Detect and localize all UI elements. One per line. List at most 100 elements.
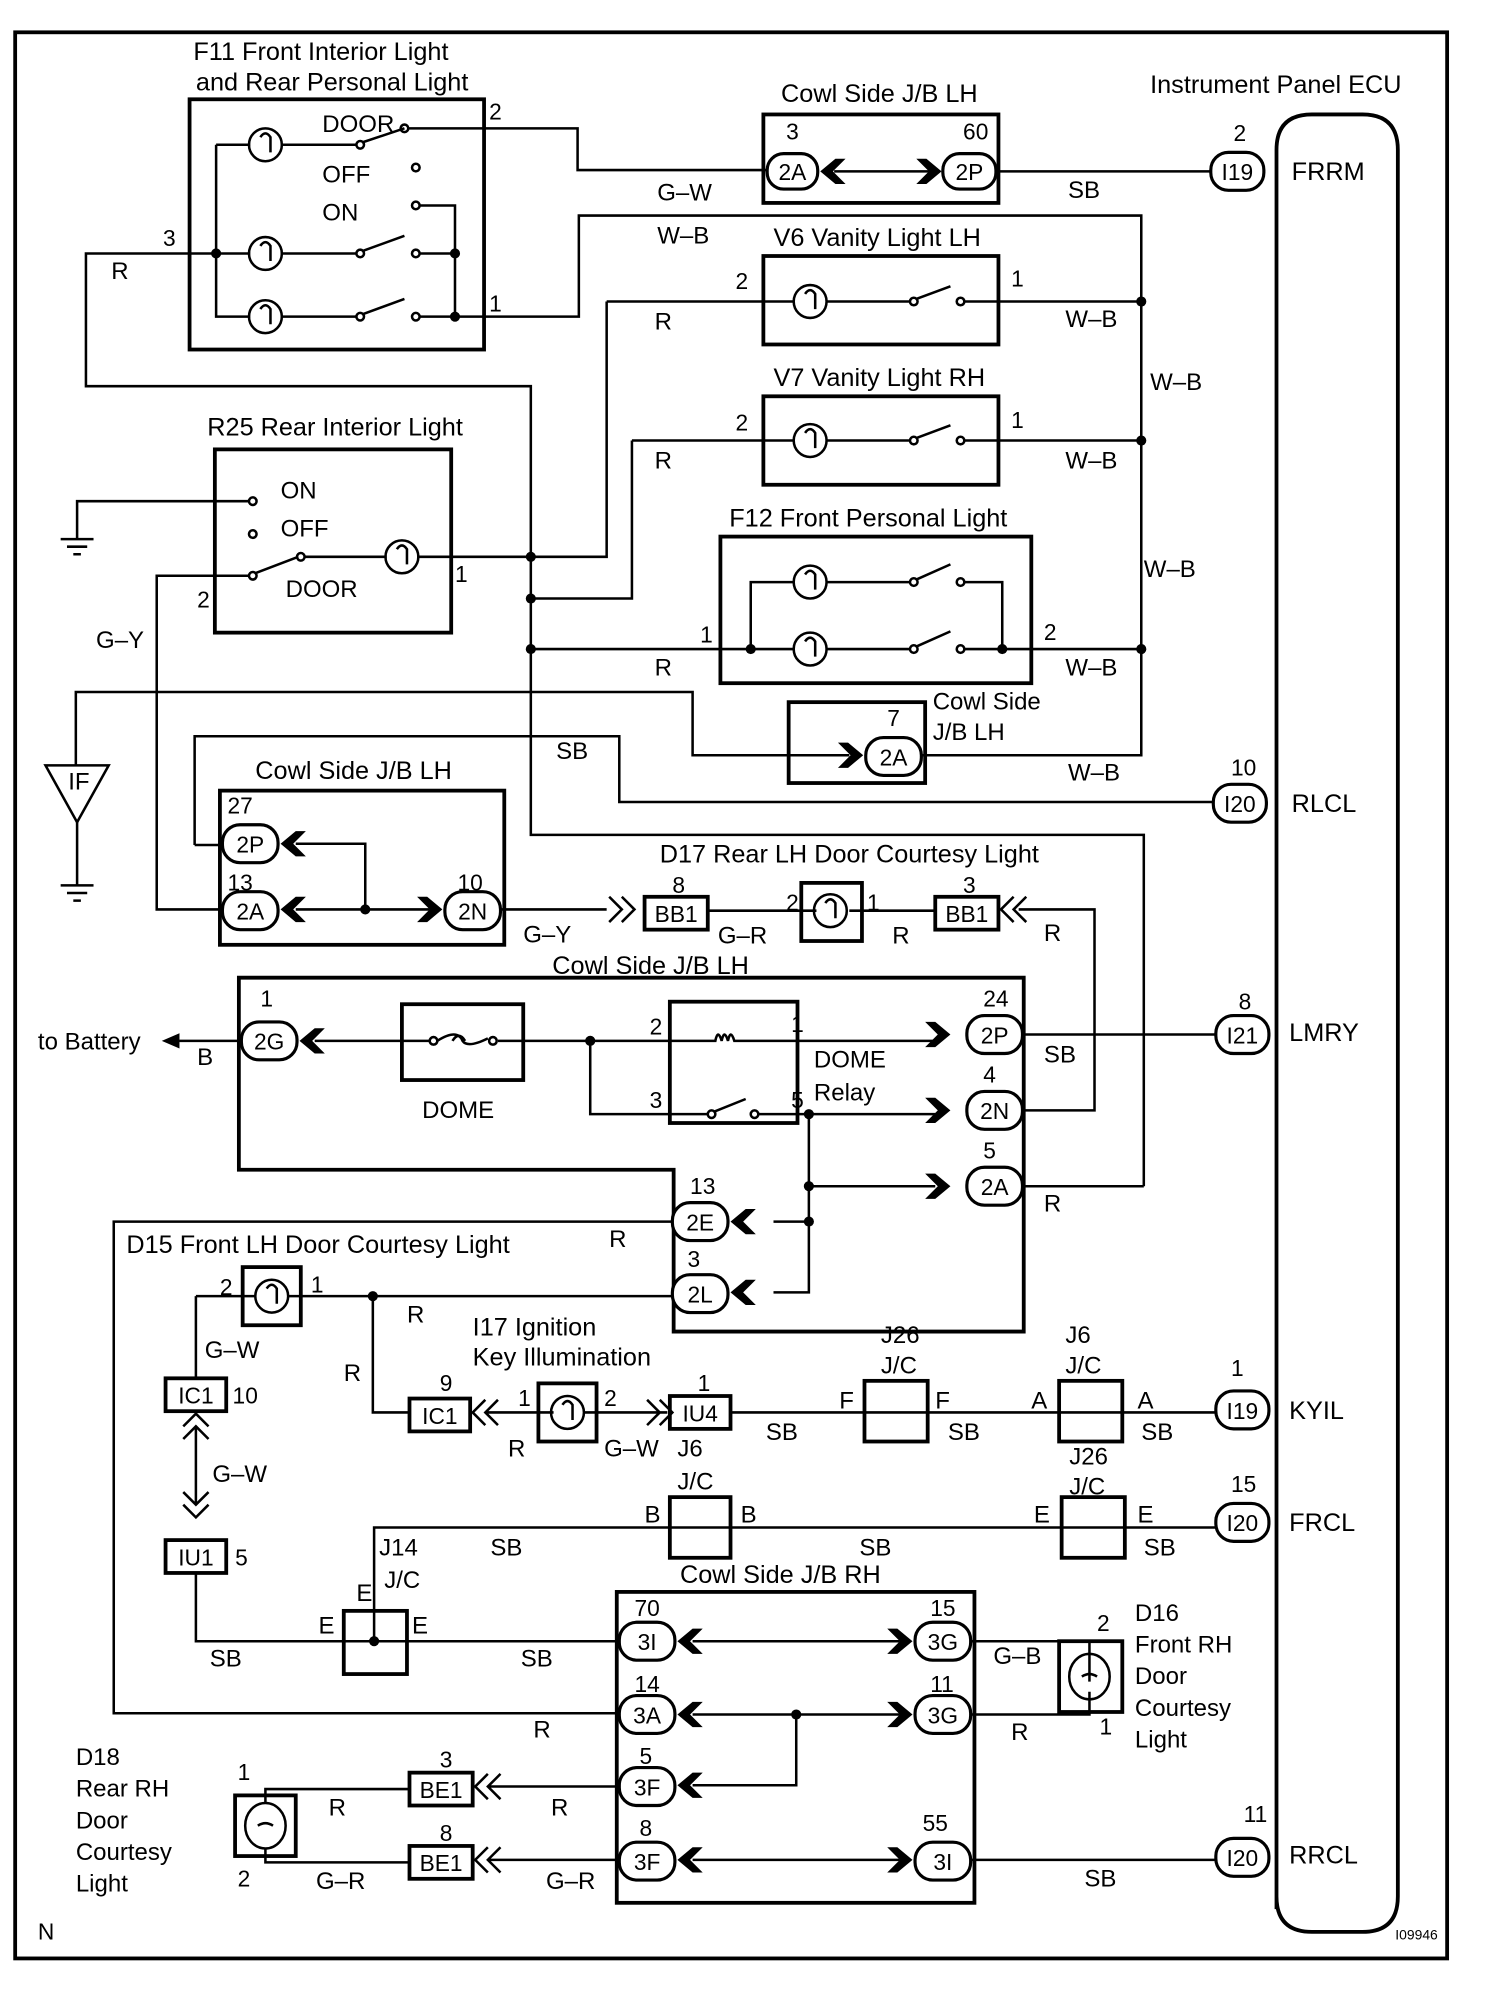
- j14-name: J14: [379, 1534, 418, 1561]
- bulb-icon: [384, 539, 420, 575]
- j26-bot-in: E: [1034, 1501, 1050, 1528]
- i17-title-1: I17 Ignition: [473, 1313, 597, 1341]
- d18-title-3: Door: [76, 1807, 128, 1834]
- bb1-left-pin: 8: [672, 872, 685, 898]
- arrow-icon: [887, 1701, 913, 1728]
- ground-if: IF: [43, 764, 111, 902]
- j14-top: E: [356, 1580, 372, 1607]
- ecu-terminal-frcl: 15 I20 FRCL: [1214, 1471, 1355, 1543]
- d15-pin-2: 2: [220, 1274, 233, 1300]
- jb-rh-15-code: 3G: [928, 1629, 958, 1655]
- jb-main-2p-code: 2P: [981, 1022, 1009, 1048]
- component-f12: F12 Front Personal Light 1 2: [530, 504, 1147, 686]
- bulb-icon: [254, 1278, 290, 1314]
- component-d17: D17 Rear LH Door Courtesy Light 8 BB1 2 …: [642, 841, 1039, 943]
- jb-main-2l-code: 2L: [688, 1281, 713, 1307]
- jc-j14: J14 J/C E E E: [318, 1534, 428, 1676]
- f11-door-label: DOOR: [322, 111, 394, 138]
- to-battery: to Battery B: [38, 1029, 242, 1071]
- jb-main-2n-code: 2N: [980, 1098, 1009, 1124]
- switch-icon: [243, 1801, 287, 1850]
- wire-label-r: R: [1044, 920, 1061, 947]
- d16-title-1: D16: [1135, 1600, 1179, 1627]
- ecu-pin: 10: [1231, 754, 1256, 780]
- jb-rh-3f8-code: 3F: [634, 1849, 661, 1875]
- ground-if-label: IF: [68, 768, 89, 795]
- arrow-icon: [925, 1097, 951, 1124]
- i17-title-2: Key Illumination: [473, 1344, 651, 1372]
- wire-label-r: R: [508, 1436, 525, 1463]
- ecu-connector: I20: [1227, 1510, 1259, 1536]
- r25-pin-2: 2: [197, 586, 210, 612]
- ecu-signal: RRCL: [1289, 1842, 1358, 1870]
- jb-rh-title: Cowl Side J/B RH: [680, 1561, 881, 1589]
- ecu-title: Instrument Panel ECU: [1150, 71, 1401, 99]
- jb-main-2a-code: 2A: [981, 1174, 1010, 1200]
- wire-f11-pin1-wb: [454, 214, 1143, 650]
- j26-bot-out: E: [1137, 1501, 1153, 1528]
- jb-rh-3f5-pin: 5: [640, 1743, 653, 1769]
- wire-d17-r: [1018, 908, 1096, 1112]
- connector-2a: [765, 152, 820, 191]
- ecu-terminal-rlcl: 10 I20 RLCL: [1211, 754, 1356, 824]
- connector-2p-label: 2P: [955, 159, 983, 185]
- j6-bot-out: B: [741, 1501, 757, 1528]
- component-f11: F11 Front Interior Light and Rear Person…: [163, 38, 502, 352]
- wire-label-r: R: [551, 1795, 568, 1822]
- d17-title: D17 Rear LH Door Courtesy Light: [660, 841, 1039, 869]
- ecu-pin: 15: [1231, 1471, 1256, 1497]
- j6-bot-name: J6: [677, 1436, 702, 1463]
- jb-left-c3-code: 2N: [458, 899, 487, 925]
- j6-top-out: A: [1137, 1388, 1153, 1415]
- jb-rh-55-pin: 55: [923, 1810, 948, 1836]
- wire-label-sb: SB: [1084, 1865, 1116, 1892]
- junction-block-top: Cowl Side J/B LH 3 60 2A 2P: [761, 80, 1001, 205]
- wire-label-sb: SB: [948, 1419, 980, 1446]
- ecu-pin: 2: [1234, 120, 1247, 146]
- i17-pin-2: 2: [604, 1385, 617, 1411]
- bulb-icon: [812, 892, 849, 929]
- wire-label-gw: G–W: [604, 1436, 659, 1463]
- wire-label-sb: SB: [1144, 1534, 1176, 1561]
- arrow-icon: [820, 158, 846, 184]
- arrow-icon: [887, 1628, 913, 1654]
- bulb-icon: [549, 1394, 586, 1431]
- f12-pin-2: 2: [1044, 619, 1057, 645]
- d18-title-4: Courtesy: [76, 1839, 172, 1866]
- ecu-signal: KYIL: [1289, 1397, 1344, 1425]
- wire-label-r: R: [655, 308, 672, 335]
- relay-pin-3: 3: [650, 1087, 663, 1113]
- wire-label-sb: SB: [859, 1534, 891, 1561]
- arrow-icon: [837, 742, 864, 768]
- wire-label-sb: SB: [210, 1645, 242, 1672]
- wire-rlcl-sb: [193, 735, 1214, 845]
- bulb-icon: [792, 422, 828, 459]
- iu4-pin: 1: [698, 1370, 711, 1396]
- r25-title: R25 Rear Interior Light: [207, 413, 463, 441]
- jc-j6-bot: J6 J/C B B: [645, 1436, 757, 1560]
- wire-label-gr: G–R: [546, 1868, 595, 1895]
- ecu-signal: FRCL: [1289, 1509, 1355, 1537]
- wire-label-gw: G–W: [205, 1337, 260, 1364]
- ecu-terminal-frrm: 2 I19 FRRM: [1209, 120, 1365, 192]
- d16-pin-1: 1: [1100, 1714, 1113, 1740]
- j6-bot-in: B: [645, 1501, 661, 1528]
- j14-type: J/C: [384, 1567, 420, 1594]
- be1-a-pin: 3: [440, 1747, 453, 1773]
- relay-pin-2: 2: [650, 1014, 663, 1040]
- iu1-code: IU1: [178, 1544, 213, 1570]
- component-r25: R25 Rear Interior Light ON OFF DOOR 2 1: [197, 413, 536, 655]
- corner-mark: N: [38, 1918, 54, 1944]
- wire-i17-r: [371, 1296, 410, 1414]
- wire-f11-2a: [408, 127, 768, 172]
- be1-a-code: BE1: [420, 1777, 463, 1803]
- jb-main-title: Cowl Side J/B LH: [552, 952, 749, 980]
- wire-label-sb: SB: [766, 1419, 798, 1446]
- wire-v6-r: [530, 301, 608, 559]
- jb-rh-11-pin: 11: [930, 1671, 954, 1697]
- v6-pin-1: 1: [1011, 265, 1024, 291]
- wire-label-r: R: [1044, 1190, 1061, 1217]
- v6-title: V6 Vanity Light LH: [773, 224, 980, 252]
- ic1-a-code: IC1: [178, 1383, 213, 1409]
- wire-label-r: R: [407, 1302, 424, 1329]
